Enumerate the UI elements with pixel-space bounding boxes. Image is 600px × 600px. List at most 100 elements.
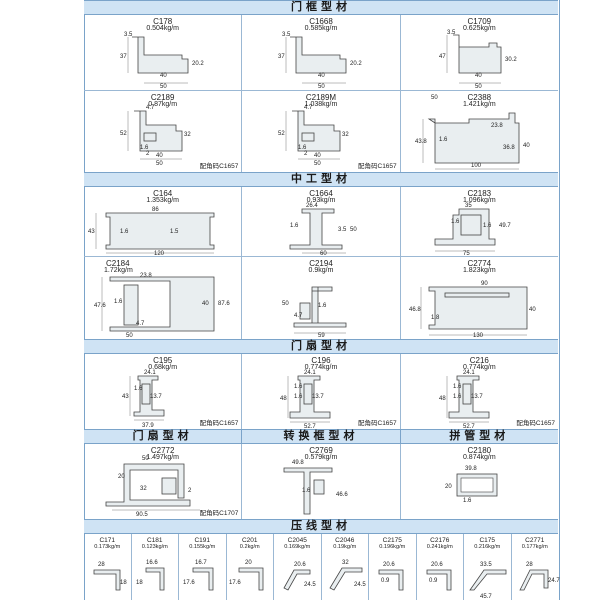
profile-code: C2194 — [309, 259, 333, 268]
corner-note: 配角码C1657 — [358, 420, 397, 427]
profile-card-c2180: C2180 0.874kg/m 39.8 20 1.6 — [401, 444, 558, 519]
profile-drawing: 28 18 — [93, 562, 127, 591]
corner-note: 配角码C1657 — [358, 163, 397, 170]
dim-label: 37 — [120, 54, 127, 60]
profile-drawing: 20.6 24.5 — [283, 562, 316, 591]
profile-drawing: 20.6 0.9 — [426, 562, 451, 591]
profile-code: C195 — [153, 356, 173, 365]
profile-code: C191 — [194, 537, 211, 544]
profile-row: C178 0.504kg/m 3.5 37 40 50 20.2 C1668 0… — [84, 15, 558, 90]
dim-label: 35 — [465, 203, 472, 209]
profile-code: C196 — [311, 356, 331, 365]
profile-code: C201 — [241, 537, 258, 544]
dim-label: 87.6 — [218, 301, 230, 307]
profile-weight: 1.038kg/m — [304, 101, 338, 108]
dim-label: 18 — [120, 580, 127, 586]
dim-label: 86 — [152, 207, 159, 213]
profile-weight: 1.353kg/m — [146, 197, 179, 204]
profile-card-c2045: C2045 0.169kg/m 20.6 24.5 — [274, 534, 322, 600]
dim-label: 1.6 — [439, 137, 448, 143]
dim-label: 1.6 — [294, 394, 303, 400]
dim-label: 4.7 — [304, 105, 313, 111]
profile-weight: 0.196kg/m — [379, 544, 406, 550]
dim-label: 1.6 — [463, 498, 472, 504]
profile-code: C2183 — [467, 189, 492, 198]
corner-note: 配角码C1657 — [516, 420, 555, 427]
profile-card-c2176: C2176 0.241kg/m 20.6 0.9 — [417, 534, 464, 600]
section-banner-mullion: 中工型材 — [84, 172, 558, 187]
profile-card-c195: C195 0.68kg/m 配角码C1657 24.1 43 1.6 13.7 … — [84, 354, 243, 429]
dim-label: 37.9 — [142, 423, 154, 429]
profile-drawing: 3.5 37 40 50 20.2 — [120, 32, 204, 90]
profile-code: C178 — [153, 17, 173, 26]
dim-label: 1.6 — [451, 219, 460, 225]
dim-label: 20 — [118, 474, 125, 480]
profile-card-c191: C191 0.155kg/m 16.7 17.6 — [179, 534, 227, 600]
profile-weight: 0.169kg/m — [284, 544, 311, 550]
profile-drawing: 50 43.8 1.6 23.8 36.8 40 100 — [415, 95, 530, 170]
dim-label: 50 — [282, 301, 289, 307]
dim-label: 16.7 — [195, 560, 207, 566]
profile-code: C2184 — [106, 259, 130, 268]
dim-label: 16.6 — [146, 560, 158, 566]
dim-label: 20.6 — [383, 562, 395, 568]
dim-label: 52.7 — [463, 424, 475, 430]
dim-label: 100 — [471, 163, 482, 169]
dim-label: 1.6 — [140, 145, 149, 151]
dim-label: 52 — [278, 131, 285, 137]
corner-note: 配角码C1657 — [199, 163, 239, 170]
profile-card-c2771: C2771 0.177kg/m 28 24.7 — [512, 534, 560, 600]
profile-card-c178: C178 0.504kg/m 3.5 37 40 50 20.2 — [84, 15, 243, 90]
corner-note: 配角码C1657 — [199, 420, 239, 427]
dim-label: 1.5 — [170, 229, 179, 235]
dim-label: 20 — [245, 560, 252, 566]
dim-label: 33.5 — [480, 562, 492, 568]
dim-label: 50 — [431, 95, 438, 101]
profile-code: C2046 — [335, 537, 355, 544]
dim-label: 1.6 — [294, 384, 303, 390]
dim-label: 20.2 — [350, 61, 362, 67]
profile-card-c2189: C2189 0.87kg/m 配角码C1657 4.7 52 32 1.6 2 … — [84, 91, 243, 172]
dim-label: 60 — [320, 251, 327, 257]
profile-drawing: 32 24.5 — [328, 560, 366, 591]
dim-label: 24.7 — [548, 578, 560, 584]
section-title-sash: 门扇型材 — [132, 430, 193, 442]
dim-label: 50 — [318, 84, 325, 90]
dim-label: 1.6 — [298, 145, 307, 151]
dim-label: 1.6 — [114, 299, 123, 305]
dim-label: 120 — [154, 251, 165, 257]
profile-code: C2769 — [309, 446, 333, 455]
profile-card-c2183: C2183 1.096kg/m 35 1.6 1.6 49.7 75 — [401, 187, 558, 257]
dim-label: 3.5 — [338, 227, 347, 233]
dim-label: 47.6 — [94, 303, 106, 309]
dim-label: 1.8 — [431, 315, 440, 321]
dim-label: 32 — [342, 560, 349, 566]
profile-drawing: 86 43 1.6 1.5 120 — [88, 207, 215, 257]
profile-card-c175: C175 0.216kg/m 33.5 45.7 — [464, 534, 512, 600]
profile-drawing: 49.8 46.6 1.6 — [283, 460, 349, 515]
dim-label: 40 — [475, 73, 482, 79]
profile-weight: 0.9kg/m — [308, 267, 334, 274]
profile-card-c2189m: C2189M 1.038kg/m 配角码C1657 4.7 52 32 1.6 … — [242, 91, 401, 172]
dim-label: 20.6 — [294, 562, 306, 568]
profile-code: C2189M — [305, 93, 337, 102]
profile-code: C164 — [153, 189, 173, 198]
dim-label: 50 — [350, 227, 357, 233]
dim-label: 20.2 — [192, 61, 204, 67]
profile-code: C175 — [479, 537, 496, 544]
profile-card-c196: C196 0.774kg/m 配角码C1657 24.1 48 1.6 1.6 … — [242, 354, 401, 430]
dim-label: 23.8 — [140, 273, 152, 279]
dim-label: 13.7 — [312, 394, 324, 400]
profile-weight: 0.2kg/m — [239, 544, 260, 550]
dim-label: 40 — [314, 153, 321, 159]
dim-label: 49.8 — [292, 460, 304, 466]
dim-label: 46.6 — [336, 492, 348, 498]
profile-code: C2180 — [467, 446, 492, 455]
profile-code: C2189 — [150, 93, 175, 102]
profile-row: C2772 1.497kg/m 配角码C1707 50 20 32 90.5 2… — [84, 444, 558, 519]
profile-code: C2388 — [467, 93, 492, 102]
dim-label: 90 — [481, 281, 488, 287]
profile-drawing: 4.7 52 32 1.6 2 40 50 — [278, 105, 349, 167]
profile-drawing: 4.7 52 32 1.6 2 40 50 — [120, 105, 191, 167]
dim-label: 0.9 — [381, 578, 390, 584]
